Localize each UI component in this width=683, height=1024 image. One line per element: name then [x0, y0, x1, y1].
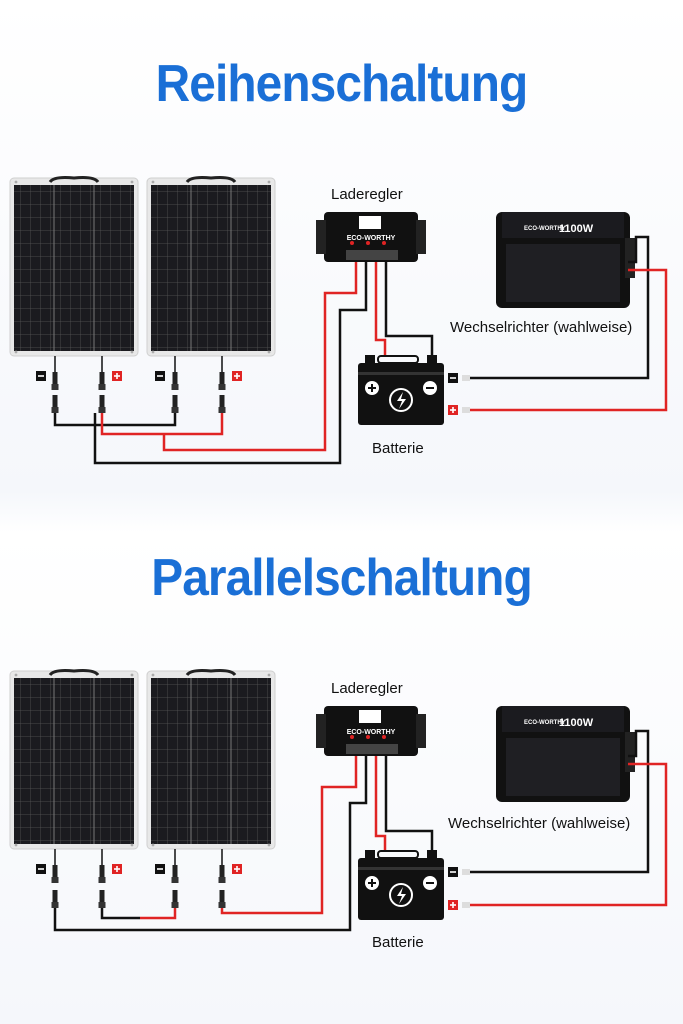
panel-4-positive-icon — [232, 864, 242, 874]
solar-panel-3 — [8, 669, 140, 851]
controller-brand-2: ECO-WORTHY — [347, 729, 396, 736]
solar-panel-1 — [8, 176, 140, 358]
solar-panel-4 — [145, 669, 277, 851]
inverter-2-negative-icon — [448, 867, 458, 877]
inverter-label: Wechselrichter (wahlweise) — [450, 319, 633, 336]
inverter-label-2: Wechselrichter (wahlweise) — [448, 815, 631, 832]
battery-label: Batterie — [372, 440, 424, 457]
inverter-brand: ECO-WORTHY — [524, 226, 566, 232]
controller-brand: ECO-WORTHY — [347, 235, 396, 242]
charge-controller — [316, 212, 426, 262]
series-title: Reihenschaltung — [155, 55, 529, 113]
panel-2-negative-icon — [155, 371, 165, 381]
inverter-positive-icon — [448, 405, 458, 415]
panel-3-positive-icon — [112, 864, 122, 874]
inverter-power-2: 1100W — [559, 717, 594, 729]
parallel-diagram — [8, 669, 668, 932]
controller-label-2: Laderegler — [331, 680, 403, 697]
inverter — [496, 212, 635, 308]
parallel-title: Parallelschaltung — [151, 549, 532, 607]
inverter-negative-icon — [448, 373, 458, 383]
inverter-2 — [496, 706, 635, 802]
inverter-2-positive-icon — [448, 900, 458, 910]
controller-label: Laderegler — [331, 186, 403, 203]
inverter-brand-2: ECO-WORTHY — [524, 720, 566, 726]
battery — [358, 355, 444, 425]
panel-1-positive-icon — [112, 371, 122, 381]
solar-panel-2 — [145, 176, 277, 358]
battery-2 — [358, 850, 444, 920]
panel-4-negative-icon — [155, 864, 165, 874]
panel-3-negative-icon — [36, 864, 46, 874]
series-diagram — [8, 176, 668, 465]
battery-label-2: Batterie — [372, 934, 424, 951]
panel-1-negative-icon — [36, 371, 46, 381]
charge-controller-2 — [316, 706, 426, 756]
panel-2-positive-icon — [232, 371, 242, 381]
inverter-power: 1100W — [559, 223, 594, 235]
